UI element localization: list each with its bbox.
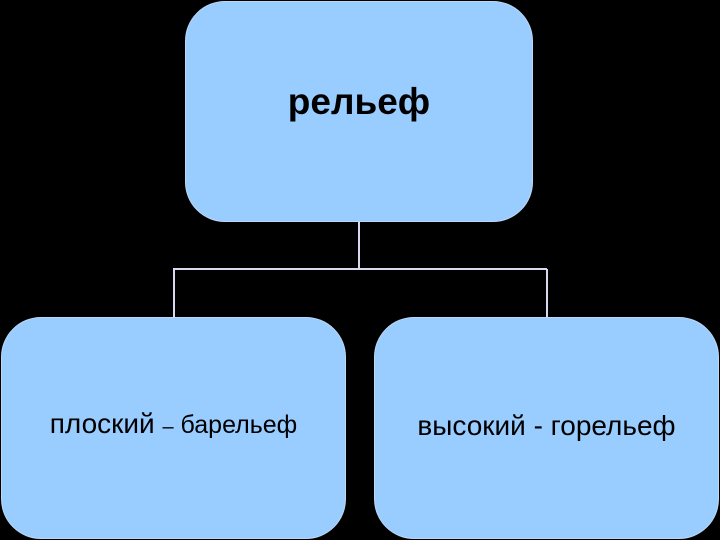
child-node-high: высокий - горельеф: [374, 317, 719, 539]
child-node-high-label: высокий - горельеф: [417, 410, 676, 441]
child-node-flat: плоский – барельеф: [1, 317, 346, 539]
child-node-flat-label-dash: –: [162, 416, 174, 438]
child-node-flat-label-b: барельеф: [173, 411, 298, 439]
root-node-label: рельеф: [287, 80, 431, 122]
child-node-flat-label-a: плоский: [49, 408, 163, 439]
root-node: рельеф: [185, 1, 533, 222]
child-node-flat-label: плоский – барельеф: [49, 408, 298, 442]
